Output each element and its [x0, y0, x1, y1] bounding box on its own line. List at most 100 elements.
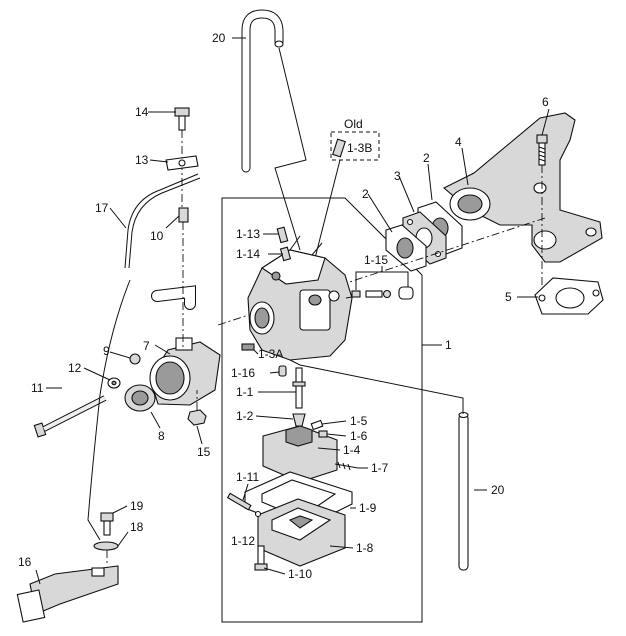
vent-hose-top	[241, 9, 284, 173]
spacer	[178, 207, 189, 223]
mounting-bolt	[33, 395, 107, 438]
float-valve	[318, 430, 328, 438]
leader-2-right	[427, 163, 433, 201]
leader-18	[117, 531, 129, 547]
callout-1-13: 1-13	[236, 227, 260, 241]
drain-screw	[226, 492, 252, 511]
callout-1: 1	[445, 338, 452, 352]
callout-2-left: 2	[362, 187, 369, 201]
callout-5: 5	[505, 290, 512, 304]
callout-1-5: 1-5	[350, 414, 368, 428]
leader-1-5	[321, 420, 347, 425]
leader-1-11	[242, 483, 249, 501]
callout-1-9: 1-9	[359, 501, 377, 515]
leader-12	[83, 367, 111, 381]
intake-gasket	[124, 384, 156, 412]
cable-plate	[165, 155, 199, 171]
collar	[129, 353, 141, 365]
gasket-2-left	[385, 224, 427, 272]
intake-adaptor	[149, 337, 221, 406]
leader-3	[398, 175, 415, 213]
choke-cable	[124, 173, 199, 269]
float-needle	[278, 365, 287, 377]
callout-1-12: 1-12	[231, 534, 255, 548]
leader-1-8	[329, 545, 354, 549]
main-jet	[292, 413, 306, 427]
screw-set-bracket	[355, 271, 409, 290]
callout-1-3B: 1-3B	[347, 141, 372, 155]
leader-8	[150, 411, 161, 429]
leader-17	[109, 207, 127, 229]
callout-1-14: 1-14	[236, 247, 260, 261]
leader-15	[196, 425, 203, 445]
plate-screw	[174, 107, 190, 131]
knob-washer	[93, 541, 119, 551]
carburetor-body	[247, 235, 359, 361]
hose-routing-line-top	[274, 47, 307, 251]
old-screw	[332, 138, 346, 158]
old-label: Old	[344, 117, 363, 131]
callout-13: 13	[135, 153, 149, 167]
hex-nut	[187, 409, 207, 426]
callout-6: 6	[542, 95, 549, 109]
chamber-bolt	[254, 545, 268, 571]
leader-19	[112, 505, 128, 514]
leader-16	[35, 569, 41, 585]
choke-knob	[16, 565, 119, 623]
washer	[107, 377, 121, 389]
leader-7	[154, 344, 171, 355]
leader-1-16	[269, 371, 280, 374]
callout-3: 3	[394, 169, 401, 183]
drain-screw-gasket	[254, 510, 262, 518]
callout-1-16: 1-16	[231, 366, 255, 380]
callout-1-4: 1-4	[343, 443, 361, 457]
intake-manifold	[443, 112, 603, 263]
callout-10: 10	[150, 229, 164, 243]
breather-elbow	[151, 285, 196, 310]
callout-1-11: 1-11	[236, 470, 259, 484]
callout-1-10: 1-10	[288, 567, 312, 581]
leader-1-6	[326, 433, 347, 437]
stud-bolt	[536, 134, 548, 166]
leader-1-4	[317, 447, 341, 451]
callout-2-right: 2	[423, 151, 430, 165]
callout-4: 4	[455, 135, 462, 149]
vent-hose-right	[458, 411, 469, 571]
callout-1-3A: 1-3A	[258, 347, 283, 361]
float	[262, 425, 338, 483]
pilot-screw	[276, 226, 289, 244]
leader-9	[109, 351, 131, 359]
callout-1-15: 1-15	[364, 253, 388, 267]
leader-1-10	[263, 567, 286, 575]
callout-8: 8	[158, 429, 165, 443]
float-chamber-spring	[334, 461, 359, 471]
callout-9: 9	[103, 344, 110, 358]
carburetor-assembly-outline	[221, 197, 423, 623]
idle-screw	[241, 343, 255, 351]
callout-16: 16	[18, 555, 32, 569]
leader-1-3A	[253, 349, 259, 355]
callout-18: 18	[130, 520, 144, 534]
leader-6	[541, 108, 550, 136]
callout-19: 19	[130, 499, 144, 513]
main-nozzle	[292, 367, 306, 409]
callout-1-8: 1-8	[356, 541, 374, 555]
callout-1-7: 1-7	[371, 461, 389, 475]
old-part-box	[330, 131, 380, 161]
callout-1-1: 1-1	[236, 385, 254, 399]
callout-1-6: 1-6	[350, 429, 368, 443]
callout-11: 11	[31, 381, 44, 395]
float-pin	[310, 419, 324, 431]
callout-20-top: 20	[212, 31, 226, 45]
manifold-gasket	[534, 277, 604, 315]
callout-14: 14	[135, 105, 149, 119]
leader-1-2	[255, 415, 294, 420]
callout-20-right: 20	[491, 483, 505, 497]
throttle-stop-screw	[279, 246, 292, 262]
knob-bolt	[100, 512, 114, 536]
callout-7: 7	[143, 339, 150, 353]
leader-4	[461, 147, 469, 186]
hose-routing-line-right	[289, 359, 464, 414]
callout-12: 12	[68, 361, 82, 375]
